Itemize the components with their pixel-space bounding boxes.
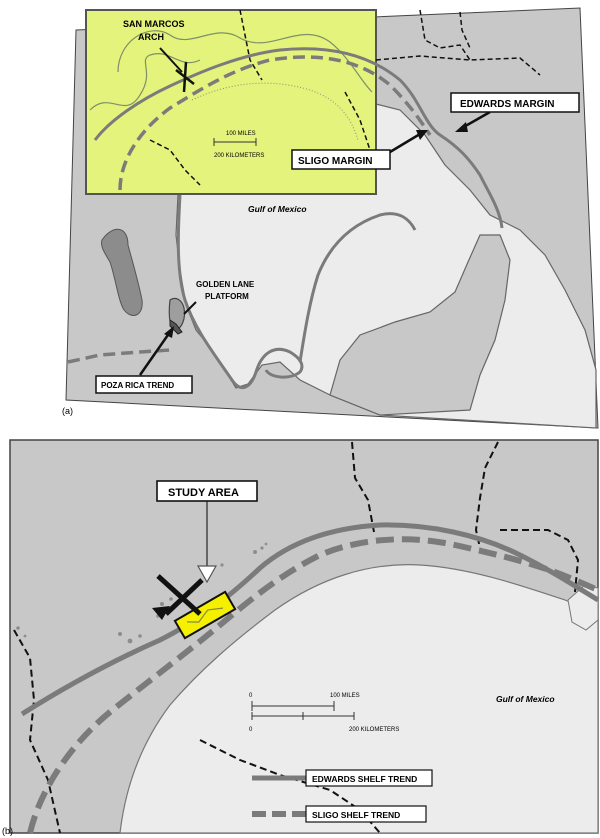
panel-a-golden-lane-arrow [183,301,197,315]
panel-a-state-boundary-4 [419,9,471,61]
panel-a-yucatan-trend [298,212,417,363]
panel-b-state-boundary-1 [351,441,375,533]
legend-edwards-label: EDWARDS SHELF TREND [312,774,417,784]
panel-b-edwards-trend [20,522,600,717]
panel-a-yucatan [329,234,511,416]
panel-a-poza-rica-arrowhead [164,326,174,338]
panel-b-scale-km-zero: 0 [249,727,253,733]
panel-a-scale-miles: 100 MILES [226,131,256,137]
panel-b-cross-arrowhead [152,606,170,620]
panel-a-san-marcos-marker [175,61,195,93]
panel-b-state-boundary-4 [13,629,61,834]
panel-a-letter: (a) [62,406,73,416]
panel-b-sligo-trend [27,536,600,834]
panel-b-scale-bar: 0 100 MILES 0 200 KILOMETERS [249,693,399,733]
panel-a-label-poza-rica: POZA RICA TREND [101,381,174,390]
panel-b-scale-miles-zero: 0 [249,693,253,699]
panel-b-san-marcos-cross [156,574,204,616]
panel-a-state-boundary-6 [375,55,541,76]
panel-a-contour-lines-2 [89,53,201,111]
panel-b-study-area-box [156,480,258,502]
legend-sligo-label: SLIGO SHELF TREND [312,810,400,820]
panel-a-dark-basin [101,228,143,316]
panel-b-gulf-water [119,564,599,834]
panel-b-scale-km-label: 200 KILOMETERS [349,727,399,733]
panel-a-label-sligo: SLIGO MARGIN [298,156,372,167]
panel-a-gulf-coast-trend [176,194,304,389]
panel-a-sligo-arrowhead [416,130,428,140]
panel-a-label-golden-lane-2: PLATFORM [205,292,249,301]
panel-a-scale-km: 200 KILOMETERS [214,153,264,159]
panel-a-sligo-trend [118,55,432,191]
panel-a-state-boundary-3 [344,91,371,151]
legend-edwards-box [305,769,433,787]
panel-a-label-edwards: EDWARDS MARGIN [460,99,554,110]
panel-a-label-san-marcos-1: SAN MARCOS [123,19,185,29]
panel-b-study-area-arrowhead [196,565,218,584]
panel-a-edwards-trend [93,47,504,229]
panel-b-letter: (b) [2,826,13,836]
panel-a-label-gulf: Gulf of Mexico [248,204,307,214]
panel-b-state-boundary-2 [474,441,499,549]
panel-a-label-san-marcos-2: ARCH [138,32,164,42]
panel-a-scale-bar: 100 MILES 200 KILOMETERS [213,131,264,159]
panel-a-poza-rica-shape [169,319,183,335]
panel-b-study-area [173,590,237,640]
panel-a-san-marcos-arrow [159,47,183,73]
panel-b-state-boundary-3 [500,529,580,593]
panel-a-state-boundary-1 [149,139,201,186]
panel-b-label-gulf: Gulf of Mexico [496,694,555,704]
panel-a-box-poza-rica [95,375,193,394]
panel-a-edwards-arrowhead [455,122,468,132]
panel-b-legend: EDWARDS SHELF TREND SLIGO SHELF TREND [252,769,433,823]
panel-a-label-golden-lane-1: GOLDEN LANE [196,280,255,289]
panel-a-state-boundary-2 [239,9,263,81]
panel-b-scale-miles-label: 100 MILES [330,693,360,699]
panel-a-sligo-arrow [389,132,421,154]
panel-a-poza-rica-arrow [138,331,172,376]
panel-a-box-edwards [450,92,580,113]
panel-a-box-sligo [291,149,391,170]
panel-a: 100 MILES 200 KILOMETERS SAN MARCOS ARCH… [62,7,599,429]
panel-b: STUDY AREA Gulf of Mexico 0 100 MILES 0 … [2,439,600,836]
panel-a-state-boundary-5 [459,11,471,49]
panel-b-label-study-area: STUDY AREA [168,487,239,499]
legend-sligo-box [305,805,427,823]
